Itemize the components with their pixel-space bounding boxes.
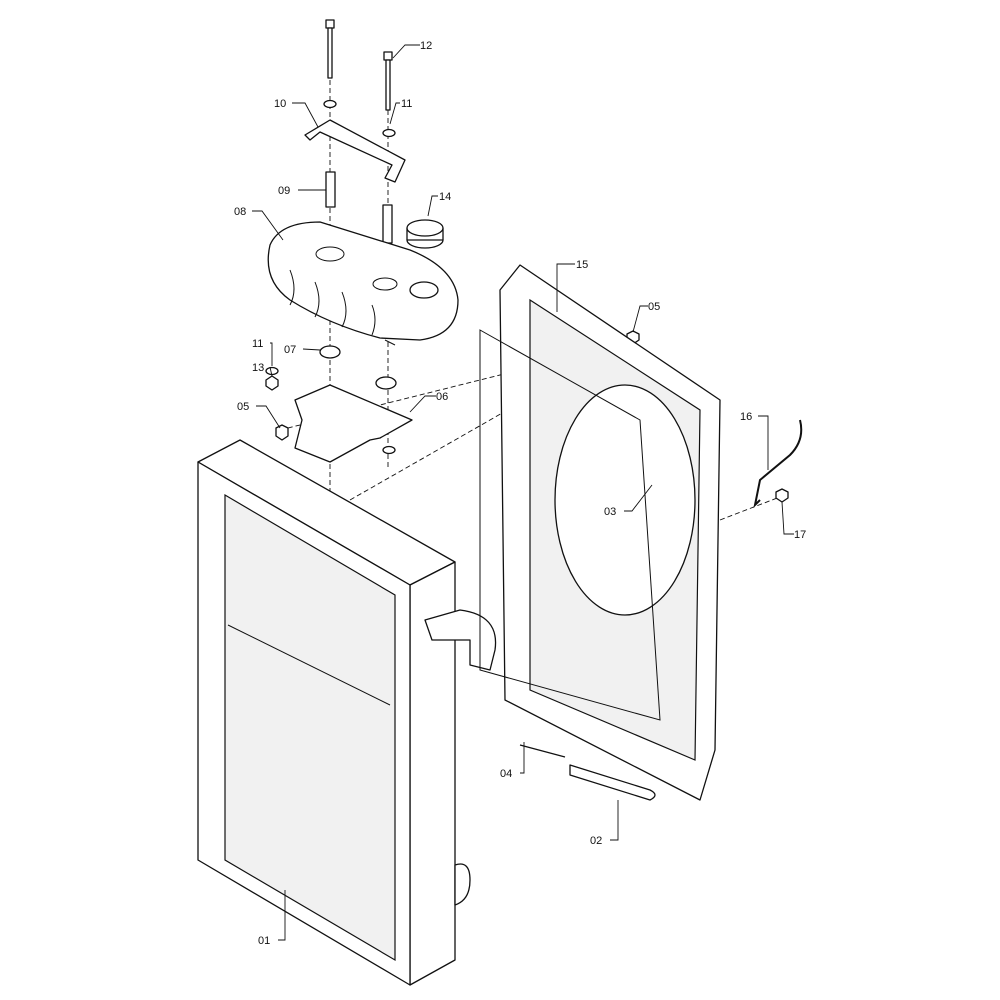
tank-mount-bracket-part-06 — [294, 384, 413, 463]
callout-16: 16 — [740, 411, 752, 423]
callout-06: 06 — [436, 391, 448, 403]
filler-cap-part-14 — [406, 219, 444, 249]
callout-08: 08 — [234, 206, 246, 218]
seal-strip-part-04 — [519, 744, 566, 758]
rod-part-16 — [753, 419, 803, 509]
callout-15: 15 — [576, 259, 588, 271]
screw-part-17 — [775, 488, 789, 503]
nut-part-13 — [265, 375, 279, 391]
callout-05: 05 — [237, 401, 249, 413]
bolt-part-12 — [325, 19, 393, 111]
seal-part-03 — [479, 329, 661, 721]
expansion-tank-part-08 — [267, 221, 459, 346]
washer-part-11 — [265, 99, 396, 455]
callout-05: 05 — [648, 301, 660, 313]
callout-03: 03 — [604, 506, 616, 518]
callout-17: 17 — [794, 529, 806, 541]
callout-09: 09 — [278, 185, 290, 197]
strap-bracket-part-10 — [304, 119, 406, 183]
fan-shroud-part-15 — [499, 264, 721, 801]
callout-01: 01 — [258, 935, 270, 947]
callout-02: 02 — [590, 835, 602, 847]
callout-10: 10 — [274, 98, 286, 110]
rubber-mount-part-07 — [319, 345, 397, 390]
bolt-part-05 — [275, 424, 289, 441]
leader-lines — [252, 44, 794, 941]
callout-11: 11 — [252, 338, 263, 350]
callout-07: 07 — [284, 344, 296, 356]
callout-12: 12 — [420, 40, 432, 52]
radiator-part-01 — [197, 439, 497, 986]
callout-11: 11 — [401, 98, 412, 110]
callout-14: 14 — [439, 191, 451, 203]
callout-13: 13 — [252, 362, 264, 374]
seal-strip-part-02 — [569, 764, 656, 801]
callout-04: 04 — [500, 768, 512, 780]
